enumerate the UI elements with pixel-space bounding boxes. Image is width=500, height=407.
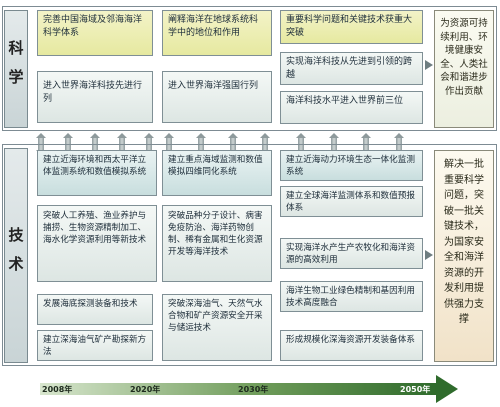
timeline-tick: 2020年 xyxy=(130,385,161,394)
tech-col1-box4: 建立深海油气矿产勘探新方法 xyxy=(37,330,153,361)
timeline-tick: 2030年 xyxy=(238,385,269,394)
timeline-bar xyxy=(40,383,436,395)
timeline-tick: 2008年 xyxy=(42,385,73,394)
tech-result: 解决一批重要科学问题，突破一批关键技术，为国家安全和海洋资源的开发利用提供强力支… xyxy=(434,150,494,362)
science-col1-box2: 进入世界海洋科技先进行列 xyxy=(37,71,153,123)
tech-arrow xyxy=(425,250,433,260)
tech-col1-box3: 发展海底探测装备和技术 xyxy=(37,294,153,325)
science-col2-box2: 进入世界海洋强国行列 xyxy=(162,71,272,123)
tech-label: 技术 xyxy=(4,148,28,363)
tech-col3-box3: 实现海洋水产生产农牧化和海洋资源的高效利用 xyxy=(280,238,423,269)
science-section xyxy=(2,6,497,131)
tech-col3-box4: 海洋生物工业绿色精制和基因利用技术高度融合 xyxy=(280,281,423,312)
science-col3-box3: 海洋科技水平进入世界前三位 xyxy=(280,91,423,124)
tech-col1-box2: 突破人工养殖、渔业养护与捕捞、生物资源精制加工、海水化学资源利用等新技术 xyxy=(37,205,157,282)
timeline-tick: 2050年 xyxy=(400,385,431,394)
tech-col1-box1: 建立近海环境和西太平洋立体监测系统和数值模拟系统 xyxy=(37,150,157,196)
tech-section xyxy=(2,144,497,366)
science-col3-box1: 重要科学问题和关键技术获重大突破 xyxy=(280,10,423,44)
science-arrow xyxy=(425,60,433,70)
timeline-arrowhead-icon xyxy=(436,375,458,403)
tech-col3-box2: 建立全球海洋监测体系和数值预报体系 xyxy=(280,186,423,217)
science-label: 科学 xyxy=(4,10,28,128)
tech-col2-box1: 建立重点海域监测和数值模拟四维同化系统 xyxy=(162,150,272,196)
tech-col2-box2: 突破品种分子设计、病害免疫防治、海洋药物创制、稀有金属和生化资源开发等海洋技术 xyxy=(162,205,272,282)
science-col3-box2: 实现海洋科技从先进到引领的跨越 xyxy=(280,52,423,85)
science-result: 为资源可持续利用、环境健康安全、人类社会和谐进步作出贡献 xyxy=(434,10,494,128)
science-col2-box1: 阐释海洋在地球系统科学中的地位和作用 xyxy=(162,10,272,56)
science-col1-box1: 完善中国海域及邻海海洋科学体系 xyxy=(37,10,153,56)
tech-col3-box1: 建立近海动力环境生态一体化监测系统 xyxy=(280,150,423,181)
tech-col2-box3: 突破深海油气、天然气水合物和矿产资源安全开采与储运技术 xyxy=(162,294,272,361)
tech-col3-box5: 形成规模化深海资源开发装备体系 xyxy=(280,330,423,361)
